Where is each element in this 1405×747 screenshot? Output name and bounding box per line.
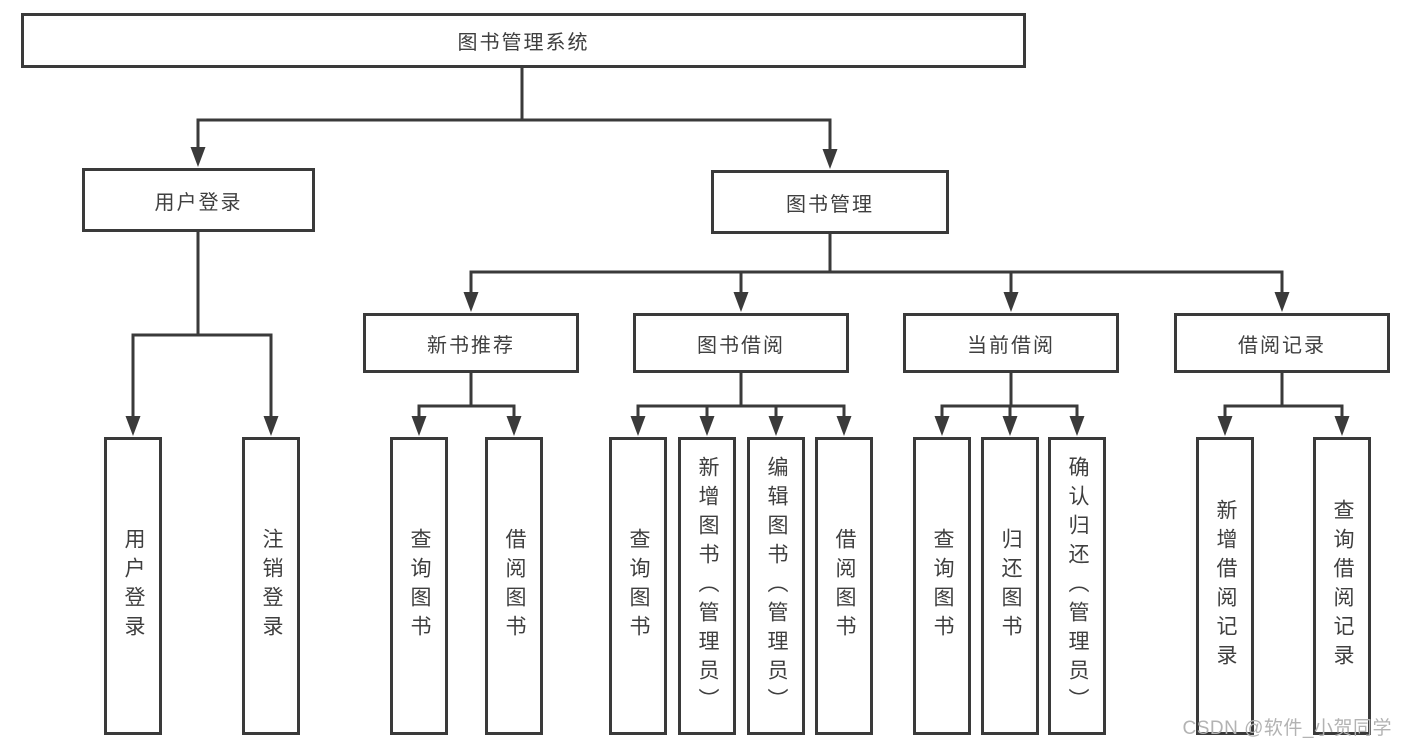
leaf-cb-return-books: 归还图书 (981, 437, 1039, 735)
leaf-bb-add-books-admin: 新增图书（管理员） (678, 437, 736, 735)
leaf-user-login: 用户登录 (104, 437, 162, 735)
leaf-br-query-borrow-record: 查询借阅记录 (1313, 437, 1371, 735)
node-book-management: 图书管理 (711, 170, 949, 234)
csdn-watermark: CSDN @软件_小贺同学 (1182, 718, 1392, 739)
node-user-login: 用户登录 (82, 168, 315, 232)
leaf-logout: 注销登录 (242, 437, 300, 735)
arrowheads (125, 147, 1350, 436)
leaf-cb-query-books: 查询图书 (913, 437, 971, 735)
leaf-bb-query-books: 查询图书 (609, 437, 667, 735)
node-root-system: 图书管理系统 (21, 13, 1026, 68)
leaf-bb-edit-books-admin: 编辑图书（管理员） (747, 437, 805, 735)
node-book-borrowing: 图书借阅 (633, 313, 849, 373)
leaf-nbr-query-books: 查询图书 (390, 437, 448, 735)
leaf-cb-confirm-return-admin: 确认归还（管理员） (1048, 437, 1106, 735)
node-new-book-recommend: 新书推荐 (363, 313, 579, 373)
node-borrowing-records: 借阅记录 (1174, 313, 1390, 373)
leaf-bb-borrow-books: 借阅图书 (815, 437, 873, 735)
node-current-borrowing: 当前借阅 (903, 313, 1119, 373)
leaf-br-add-borrow-record: 新增借阅记录 (1196, 437, 1254, 735)
leaf-nbr-borrow-books: 借阅图书 (485, 437, 543, 735)
